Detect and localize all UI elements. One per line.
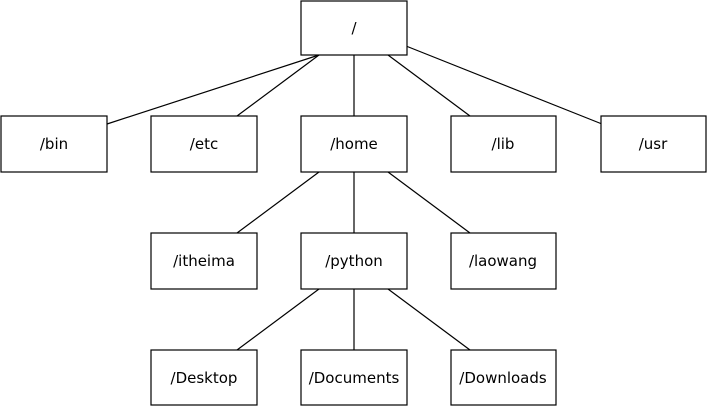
node-home-box bbox=[300, 115, 408, 173]
edges-python bbox=[236, 288, 471, 351]
node-bin-label: /bin bbox=[40, 135, 68, 153]
node-desktop-label: /Desktop bbox=[171, 369, 238, 387]
node-home: /home bbox=[300, 115, 408, 173]
node-etc-box bbox=[150, 115, 258, 173]
node-lib: /lib bbox=[450, 115, 557, 173]
edge-root-bin bbox=[106, 54, 320, 125]
node-documents-label: /Documents bbox=[309, 369, 400, 387]
node-usr: /usr bbox=[600, 115, 707, 173]
node-python: /python bbox=[300, 232, 408, 290]
node-documents: /Documents bbox=[300, 349, 408, 406]
edge-root-usr bbox=[405, 45, 603, 125]
node-root: / bbox=[300, 0, 408, 56]
edges-home bbox=[236, 171, 471, 234]
node-python-box bbox=[300, 232, 408, 290]
node-etc-label: /etc bbox=[190, 135, 218, 153]
node-lib-label: /lib bbox=[492, 135, 515, 153]
edge-root-etc bbox=[236, 54, 320, 117]
node-laowang-label: /laowang bbox=[469, 252, 537, 270]
edge-python-desktop bbox=[236, 288, 320, 351]
node-downloads-label: /Downloads bbox=[459, 369, 547, 387]
edge-root-lib bbox=[387, 54, 471, 117]
edges-root bbox=[106, 45, 603, 125]
node-downloads: /Downloads bbox=[450, 349, 557, 406]
node-downloads-box bbox=[450, 349, 557, 406]
node-usr-label: /usr bbox=[639, 135, 668, 153]
node-bin: /bin bbox=[0, 115, 108, 173]
node-documents-box bbox=[300, 349, 408, 406]
node-home-label: /home bbox=[330, 135, 378, 153]
node-usr-box bbox=[600, 115, 707, 173]
node-bin-box bbox=[0, 115, 108, 173]
node-desktop-box bbox=[150, 349, 258, 406]
node-root-box bbox=[300, 0, 408, 56]
node-laowang-box bbox=[450, 232, 557, 290]
edge-python-downloads bbox=[387, 288, 471, 351]
node-python-label: /python bbox=[325, 252, 383, 270]
node-desktop: /Desktop bbox=[150, 349, 258, 406]
edge-home-itheima bbox=[236, 171, 320, 234]
node-itheima: /itheima bbox=[150, 232, 258, 290]
node-root-label: / bbox=[351, 19, 357, 37]
edge-home-laowang bbox=[387, 171, 471, 234]
node-itheima-label: /itheima bbox=[173, 252, 235, 270]
node-itheima-box bbox=[150, 232, 258, 290]
node-laowang: /laowang bbox=[450, 232, 557, 290]
node-lib-box bbox=[450, 115, 557, 173]
node-etc: /etc bbox=[150, 115, 258, 173]
